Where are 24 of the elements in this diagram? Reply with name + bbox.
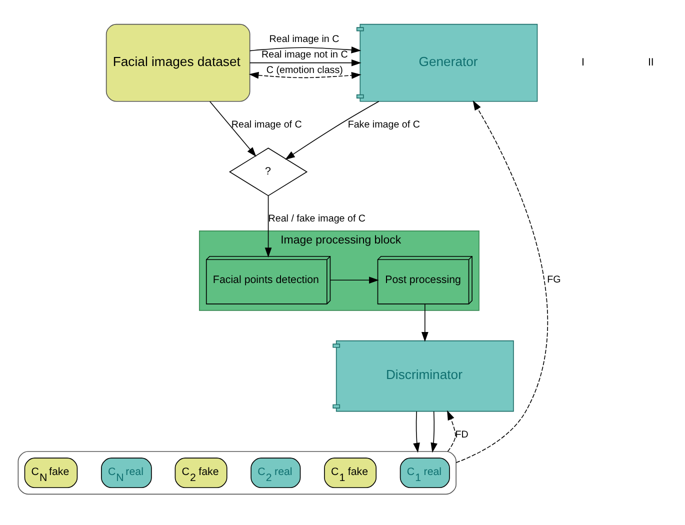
label: I bbox=[582, 56, 585, 69]
arrow bbox=[430, 411, 438, 453]
edge-label: FD bbox=[455, 429, 468, 440]
node-box: Facial images dataset bbox=[106, 24, 250, 102]
cluster bbox=[18, 451, 456, 495]
arrow bbox=[264, 195, 272, 258]
arrow bbox=[250, 46, 362, 54]
arrow bbox=[456, 100, 548, 464]
edge-label: Real / fake image of C bbox=[268, 214, 366, 225]
edge-label: Real image not in C bbox=[262, 50, 348, 61]
arrow bbox=[285, 100, 380, 160]
edge-label: C (emotion class) bbox=[266, 65, 343, 76]
arrow bbox=[330, 276, 379, 284]
label: II bbox=[648, 56, 654, 69]
arrow bbox=[421, 304, 428, 342]
arrow bbox=[209, 101, 256, 157]
arrow bbox=[249, 59, 362, 66]
edge-label: Real image of C bbox=[231, 119, 302, 130]
edge-label: Real image in C bbox=[269, 34, 340, 45]
edge-label: Fake image of C bbox=[348, 119, 420, 130]
arrow bbox=[413, 411, 420, 453]
arrow bbox=[447, 410, 456, 452]
arrow bbox=[248, 72, 362, 79]
edge-label: FG bbox=[547, 274, 561, 286]
